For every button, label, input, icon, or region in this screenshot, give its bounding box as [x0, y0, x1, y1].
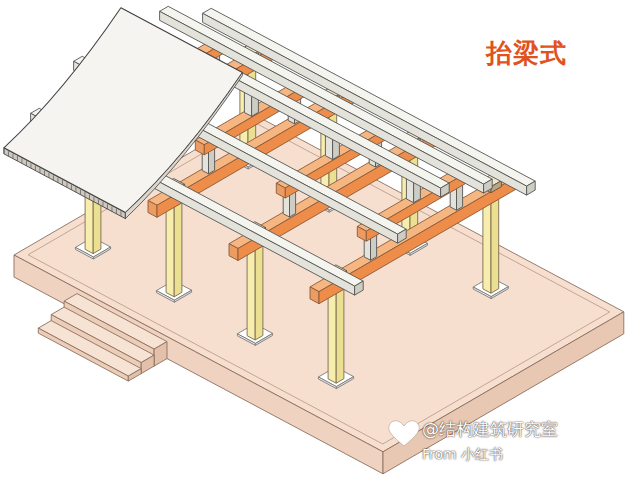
- eave-tile-line: [44, 170, 45, 175]
- stair-step: [38, 328, 128, 381]
- eave-tile-line: [75, 187, 76, 192]
- eave-tile-line: [120, 211, 121, 216]
- upper-beam: [276, 183, 285, 198]
- column: [247, 246, 255, 340]
- purlin: [355, 281, 364, 295]
- eave-tile-line: [21, 158, 22, 163]
- frame-drawing: [4, 6, 624, 474]
- eave-tile-line: [62, 180, 63, 185]
- eave-tile-line: [8, 151, 9, 156]
- eave-tile-line: [71, 185, 72, 190]
- purlin: [484, 179, 493, 193]
- eave-tile-line: [93, 197, 94, 202]
- column: [483, 199, 491, 293]
- column: [328, 289, 336, 383]
- eave-tile-line: [57, 178, 58, 183]
- eave-tile-line: [80, 190, 81, 195]
- eave-tile-line: [30, 163, 31, 168]
- upper-beam: [357, 226, 366, 241]
- eave-tile-line: [111, 206, 112, 211]
- stair-step: [128, 369, 141, 382]
- purlin: [527, 181, 536, 195]
- eave-tile-line: [107, 204, 108, 209]
- watermark: @结构建筑研究室: [422, 418, 558, 441]
- title: 抬梁式: [486, 36, 567, 71]
- column: [491, 199, 499, 294]
- upper-beam: [195, 140, 204, 155]
- eave-tile-line: [98, 199, 99, 204]
- eave-tile-line: [26, 161, 27, 166]
- eave-tile-line: [102, 202, 103, 207]
- column: [174, 202, 182, 296]
- roof-edge: [125, 73, 242, 219]
- column: [336, 289, 344, 384]
- eave-tile-line: [53, 175, 54, 180]
- roof: [4, 8, 243, 213]
- eave-tile-line: [35, 166, 36, 171]
- platform: [383, 312, 624, 474]
- watermark-heart: [389, 421, 419, 446]
- eave-tile-line: [3, 149, 4, 154]
- eave-tile-line: [89, 194, 90, 199]
- lower-beam: [148, 201, 157, 218]
- column: [255, 246, 263, 341]
- lower-beam: [310, 287, 319, 304]
- column: [166, 203, 174, 297]
- stair-step: [141, 355, 154, 374]
- eave-tile-line: [84, 192, 85, 197]
- ridge-purlin: [441, 183, 450, 197]
- eave-tile-line: [12, 154, 13, 159]
- stair-step: [38, 321, 141, 377]
- purlin: [203, 13, 527, 195]
- stair-step: [154, 342, 167, 367]
- lower-beam: [229, 244, 238, 261]
- watermark: From 小红书: [422, 446, 503, 464]
- eave-tile-line: [48, 173, 49, 178]
- purlin: [398, 229, 407, 243]
- eave-tile-line: [66, 182, 67, 187]
- eave-tile-line: [17, 156, 18, 161]
- eave-tile-line: [116, 209, 117, 214]
- eave-tile-line: [39, 168, 40, 173]
